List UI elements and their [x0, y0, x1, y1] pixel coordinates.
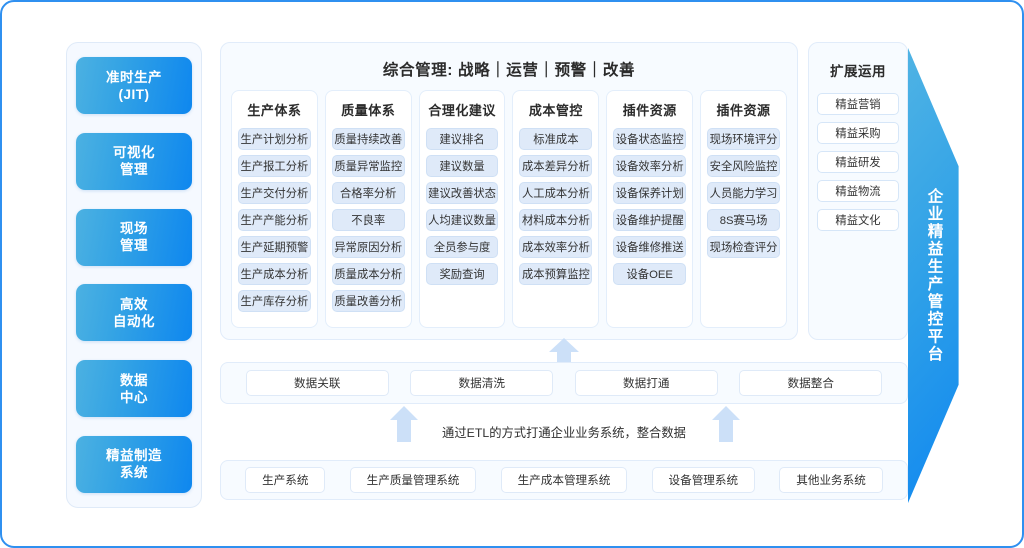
column-plugin-resources-site: 插件资源 现场环境评分 安全风险监控 人员能力学习 8S赛马场 现场检查评分 — [700, 90, 787, 328]
chip-item[interactable]: 成本差异分析 — [519, 155, 593, 177]
etl-item[interactable]: 数据整合 — [739, 370, 883, 396]
sidebar-item-label-line1: 精益制造 — [106, 448, 162, 464]
chip-item[interactable]: 人工成本分析 — [519, 182, 593, 204]
etl-item[interactable]: 数据清洗 — [410, 370, 554, 396]
chip-item[interactable]: 建议改善状态 — [425, 182, 499, 204]
main-panel: 综合管理: 战略｜运营｜预警｜改善 生产体系 生产计划分析 生产报工分析 生产交… — [220, 42, 798, 340]
sidebar-item-jit[interactable]: 准时生产 (JIT) — [76, 57, 192, 114]
source-system-item[interactable]: 设备管理系统 — [651, 467, 756, 493]
column-title: 合理化建议 — [428, 103, 496, 118]
chip-item[interactable]: 成本预算监控 — [519, 263, 593, 285]
sidebar-item-visual-management[interactable]: 可视化 管理 — [76, 132, 192, 190]
up-arrow-icon — [712, 406, 740, 442]
etl-caption: 通过ETL的方式打通企业业务系统，整合数据 — [442, 426, 686, 440]
chip-item[interactable]: 材料成本分析 — [519, 209, 593, 231]
chip-item[interactable]: 标准成本 — [519, 128, 593, 150]
extension-item[interactable]: 精益营销 — [817, 93, 899, 115]
chip-item[interactable]: 设备OEE — [613, 263, 687, 285]
sidebar-item-automation[interactable]: 高效 自动化 — [76, 284, 192, 342]
chip-item[interactable]: 成本效率分析 — [519, 236, 593, 258]
column-cost-control: 成本管控 标准成本 成本差异分析 人工成本分析 材料成本分析 成本效率分析 成本… — [512, 90, 600, 328]
etl-stage-panel: 数据关联 数据清洗 数据打通 数据整合 — [220, 362, 908, 404]
platform-banner-arrow — [908, 48, 959, 503]
sidebar-item-label-line2: 系统 — [120, 465, 148, 481]
chip-item[interactable]: 现场检查评分 — [707, 236, 780, 258]
etl-item[interactable]: 数据关联 — [245, 370, 389, 396]
chip-item[interactable]: 奖励查询 — [425, 263, 499, 285]
chip-item[interactable]: 建议排名 — [425, 128, 499, 150]
page-title: 综合管理: 战略｜运营｜预警｜改善 — [382, 62, 636, 79]
sidebar-item-label-line2: 管理 — [120, 238, 148, 254]
extension-panel: 扩展运用 精益营销 精益采购 精益研发 精益物流 精益文化 — [808, 42, 908, 340]
sidebar-item-shopfloor-management[interactable]: 现场 管理 — [76, 208, 192, 266]
sidebar: 准时生产 (JIT) 可视化 管理 现场 管理 高效 自动化 数据 中心 精益制… — [66, 42, 202, 508]
sidebar-item-label-line2: 自动化 — [113, 313, 155, 329]
chip-item[interactable]: 全员参与度 — [425, 236, 499, 258]
chip-item[interactable]: 异常原因分析 — [331, 236, 405, 258]
source-system-item[interactable]: 生产质量管理系统 — [349, 467, 477, 493]
source-system-item[interactable]: 生产系统 — [245, 467, 326, 493]
chip-item[interactable]: 设备状态监控 — [613, 128, 687, 150]
extension-item[interactable]: 精益文化 — [817, 209, 899, 231]
sidebar-item-lean-manufacturing-system[interactable]: 精益制造 系统 — [76, 435, 192, 493]
chip-item[interactable]: 生产延期预警 — [238, 236, 311, 258]
chip-item[interactable]: 设备维修推送 — [613, 236, 687, 258]
chip-item[interactable]: 质量改善分析 — [331, 290, 405, 312]
up-arrow-icon — [390, 406, 418, 442]
sidebar-item-label-line1: 高效 — [120, 296, 148, 312]
chip-item[interactable]: 质量持续改善 — [331, 128, 405, 150]
column-title: 生产体系 — [247, 103, 302, 118]
up-arrow-icon — [549, 338, 579, 368]
chip-item[interactable]: 生产产能分析 — [238, 209, 311, 231]
sidebar-item-label-line1: 现场 — [120, 221, 148, 237]
chip-item[interactable]: 8S赛马场 — [707, 209, 780, 231]
column-production-system: 生产体系 生产计划分析 生产报工分析 生产交付分析 生产产能分析 生产延期预警 … — [231, 90, 318, 328]
chip-item[interactable]: 合格率分析 — [331, 182, 405, 204]
chip-item[interactable]: 质量异常监控 — [331, 155, 405, 177]
column-title: 成本管控 — [528, 103, 583, 118]
etl-item[interactable]: 数据打通 — [574, 370, 718, 396]
chip-item[interactable]: 现场环境评分 — [707, 128, 780, 150]
column-title: 插件资源 — [716, 103, 771, 118]
column-improvement-suggestions: 合理化建议 建议排名 建议数量 建议改善状态 人均建议数量 全员参与度 奖励查询 — [418, 90, 506, 328]
chip-item[interactable]: 不良率 — [331, 209, 405, 231]
category-columns: 生产体系 生产计划分析 生产报工分析 生产交付分析 生产产能分析 生产延期预警 … — [231, 90, 787, 328]
extension-item[interactable]: 精益采购 — [817, 122, 899, 144]
chip-item[interactable]: 设备维护提醒 — [613, 209, 687, 231]
column-title: 插件资源 — [622, 103, 677, 118]
chip-item[interactable]: 安全风险监控 — [707, 155, 780, 177]
chip-item[interactable]: 人均建议数量 — [425, 209, 499, 231]
sidebar-item-data-center[interactable]: 数据 中心 — [76, 360, 192, 418]
sidebar-item-label-line2: (JIT) — [118, 86, 150, 102]
column-title: 质量体系 — [341, 103, 396, 118]
sidebar-item-label-line2: 中心 — [120, 389, 148, 405]
extension-item[interactable]: 精益物流 — [817, 180, 899, 202]
chip-item[interactable]: 生产报工分析 — [238, 155, 311, 177]
source-system-item[interactable]: 生产成本管理系统 — [500, 467, 628, 493]
chip-item[interactable]: 人员能力学习 — [707, 182, 780, 204]
chip-item[interactable]: 质量成本分析 — [331, 263, 405, 285]
chip-item[interactable]: 生产库存分析 — [238, 290, 311, 312]
sidebar-item-label-line1: 数据 — [120, 372, 148, 388]
extension-panel-title: 扩展运用 — [830, 64, 886, 79]
chip-item[interactable]: 生产成本分析 — [238, 263, 311, 285]
chip-item[interactable]: 生产计划分析 — [238, 128, 311, 150]
source-system-item[interactable]: 其他业务系统 — [779, 467, 883, 493]
chip-item[interactable]: 生产交付分析 — [238, 182, 311, 204]
sidebar-item-label-line1: 可视化 — [113, 145, 155, 161]
extension-item[interactable]: 精益研发 — [817, 151, 899, 173]
chip-item[interactable]: 设备效率分析 — [613, 155, 687, 177]
source-systems-panel: 生产系统 生产质量管理系统 生产成本管理系统 设备管理系统 其他业务系统 — [220, 460, 908, 500]
sidebar-item-label-line2: 管理 — [120, 162, 148, 178]
column-quality-system: 质量体系 质量持续改善 质量异常监控 合格率分析 不良率 异常原因分析 质量成本… — [324, 90, 412, 328]
chip-item[interactable]: 建议数量 — [425, 155, 499, 177]
chip-item[interactable]: 设备保养计划 — [613, 182, 687, 204]
column-plugin-resources-equipment: 插件资源 设备状态监控 设备效率分析 设备保养计划 设备维护提醒 设备维修推送 … — [606, 90, 694, 328]
sidebar-item-label-line1: 准时生产 — [106, 69, 162, 85]
